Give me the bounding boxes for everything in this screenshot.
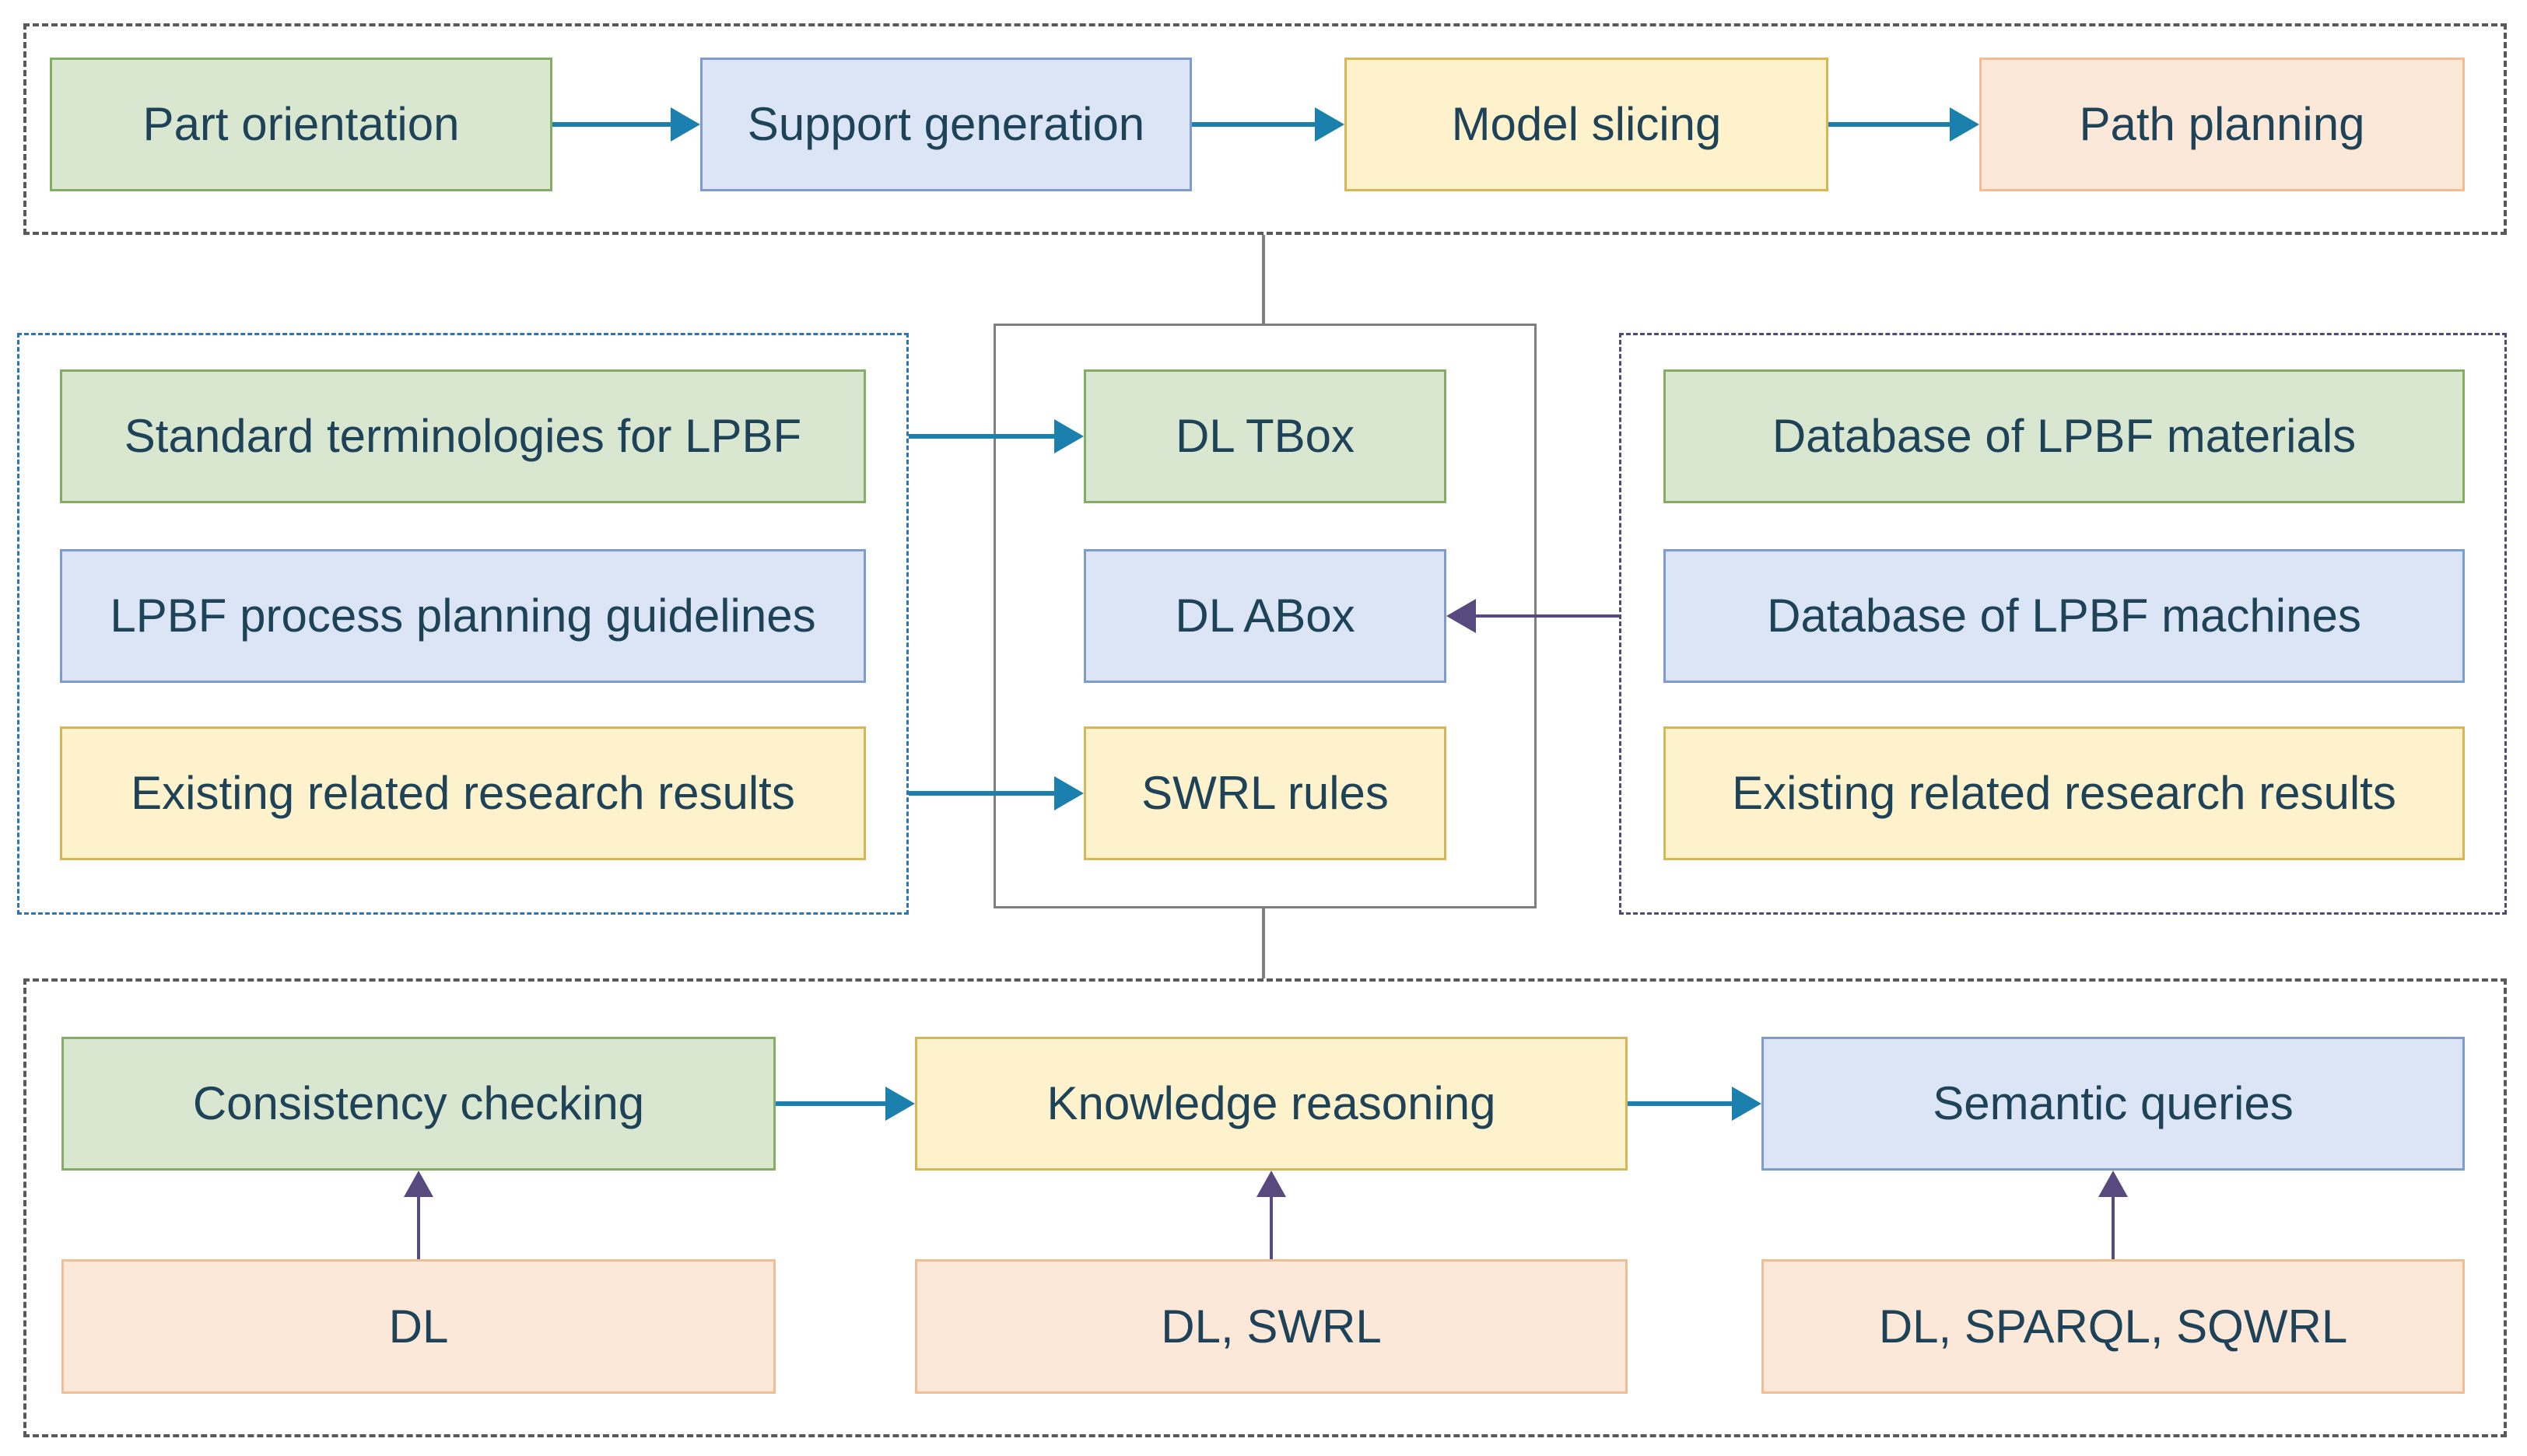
arrow-dl-to-consistency — [404, 1171, 433, 1259]
box-standard-terminologies: Standard terminologies for LPBF — [60, 369, 866, 503]
arrow-line — [909, 434, 1057, 439]
applications-container — [23, 978, 2507, 1437]
top-pipeline-container — [23, 23, 2507, 235]
arrow-head-up-icon — [404, 1171, 433, 1197]
right-sources-container — [1619, 333, 2507, 915]
arrow-head-left-icon — [1446, 599, 1476, 633]
box-lang-dl-sparql-sqwrl: DL, SPARQL, SQWRL — [1761, 1259, 2465, 1394]
arrow-head-right-icon — [1950, 107, 1979, 142]
box-process-planning-guidelines: LPBF process planning guidelines — [60, 549, 866, 683]
arrow-line — [2112, 1194, 2115, 1259]
arrow-line — [909, 791, 1057, 796]
box-dl-abox: DL ABox — [1084, 549, 1446, 683]
arrow-consistency-to-reasoning — [776, 1087, 915, 1121]
arrow-head-right-icon — [1054, 419, 1084, 453]
arrow-head-right-icon — [885, 1087, 915, 1121]
box-part-orientation: Part orientation — [50, 58, 552, 191]
arrow-sparql-to-queries — [2098, 1171, 2128, 1259]
box-model-slicing: Model slicing — [1344, 58, 1828, 191]
box-existing-research-left: Existing related research results — [60, 726, 866, 860]
box-swrl-rules: SWRL rules — [1084, 726, 1446, 860]
box-path-planning: Path planning — [1979, 58, 2465, 191]
connector-core-to-applications — [1262, 908, 1265, 978]
arrow-line — [1828, 122, 1953, 127]
arrow-model-slicing-to-path-planning — [1828, 107, 1979, 142]
arrow-line — [1270, 1194, 1273, 1259]
box-database-materials: Database of LPBF materials — [1663, 369, 2465, 503]
box-database-machines: Database of LPBF machines — [1663, 549, 2465, 683]
arrow-head-right-icon — [1054, 776, 1084, 810]
arrow-reasoning-to-queries — [1628, 1087, 1761, 1121]
arrow-line — [552, 122, 674, 127]
arrow-line — [1473, 614, 1619, 618]
box-semantic-queries: Semantic queries — [1761, 1037, 2465, 1171]
arrow-research-to-swrl-rules — [909, 776, 1084, 810]
arrow-line — [1192, 122, 1318, 127]
arrow-head-right-icon — [671, 107, 700, 142]
box-knowledge-reasoning: Knowledge reasoning — [915, 1037, 1628, 1171]
arrow-line — [1628, 1101, 1735, 1106]
arrow-head-up-icon — [2098, 1171, 2128, 1197]
box-dl-tbox: DL TBox — [1084, 369, 1446, 503]
box-support-generation: Support generation — [700, 58, 1192, 191]
arrow-head-right-icon — [1315, 107, 1344, 142]
arrow-head-up-icon — [1256, 1171, 1286, 1197]
left-sources-container — [17, 333, 909, 915]
arrow-part-orientation-to-support-generation — [552, 107, 700, 142]
arrow-terminologies-to-tbox — [909, 419, 1084, 453]
arrow-dlswrl-to-reasoning — [1256, 1171, 1286, 1259]
box-lang-dl-swrl: DL, SWRL — [915, 1259, 1628, 1394]
arrow-line — [417, 1194, 420, 1259]
box-lang-dl: DL — [61, 1259, 776, 1394]
arrow-support-generation-to-model-slicing — [1192, 107, 1344, 142]
box-consistency-checking: Consistency checking — [61, 1037, 776, 1171]
arrow-head-right-icon — [1732, 1087, 1761, 1121]
arrow-machines-to-abox — [1446, 599, 1619, 633]
arrow-line — [776, 1101, 888, 1106]
connector-top-to-core — [1262, 235, 1265, 324]
box-existing-research-right: Existing related research results — [1663, 726, 2465, 860]
